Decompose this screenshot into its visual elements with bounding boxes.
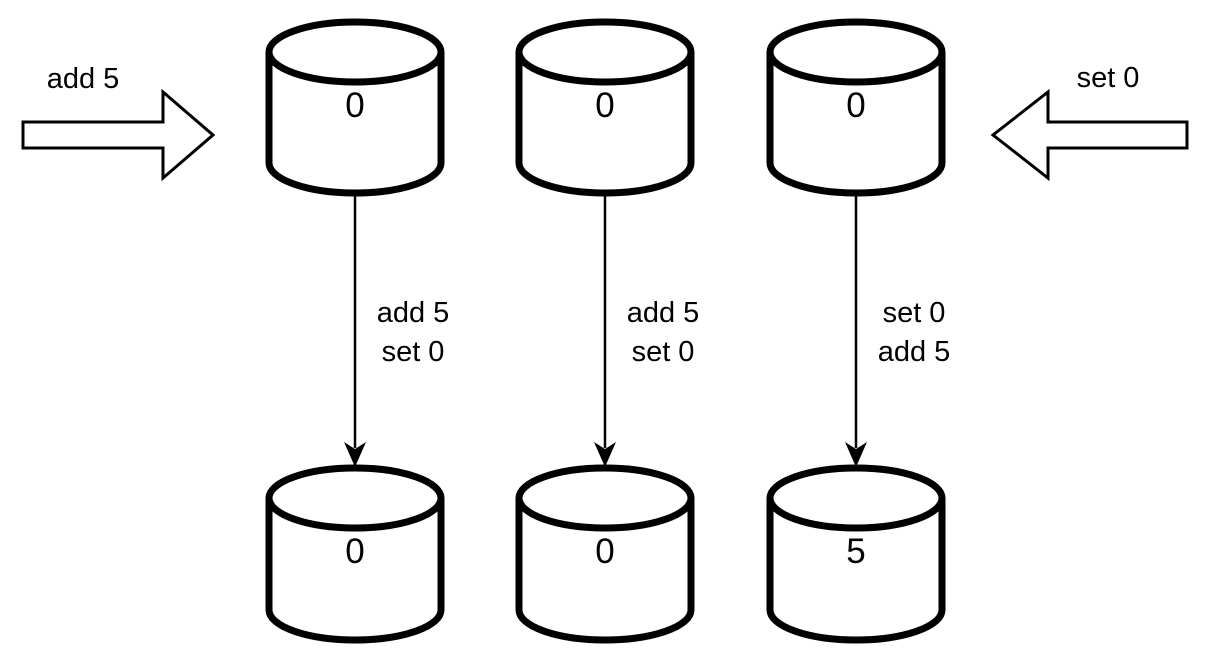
cylinder-top-rim-icon — [515, 51, 695, 86]
edge-label-2-line1: add 5 — [627, 297, 700, 329]
top-database-cylinder-2 — [515, 18, 695, 197]
output-operation: set 0 — [990, 62, 1189, 182]
cylinder-top-rim-icon — [766, 51, 946, 86]
input-operation: add 5 — [21, 63, 216, 182]
edge-label-2-line2: set 0 — [632, 336, 695, 368]
top-database-3-value: 0 — [846, 86, 865, 125]
top-database-cylinder-3 — [766, 18, 946, 197]
replica-column-1: add 5 set 0 0 0 — [265, 18, 450, 644]
edge-label-1-line2: set 0 — [382, 336, 445, 368]
edge-label-3-line1: set 0 — [883, 297, 946, 329]
cylinder-top-rim-icon — [515, 497, 695, 532]
arrowhead-icon — [594, 442, 616, 467]
top-database-1-value: 0 — [345, 86, 364, 125]
edge-label-1-line1: add 5 — [377, 297, 450, 329]
edge-label-3-line2: add 5 — [878, 336, 951, 368]
block-arrow-right-icon — [21, 88, 216, 182]
cylinder-top-rim-icon — [265, 497, 445, 532]
cylinder-top-rim-icon — [766, 497, 946, 532]
arrowhead-icon — [344, 442, 366, 467]
block-arrow-left-icon — [990, 88, 1189, 182]
top-database-cylinder-1 — [265, 18, 445, 197]
replica-column-2: add 5 set 0 0 0 — [515, 18, 700, 644]
cylinder-top-rim-icon — [265, 51, 445, 86]
output-arrow-label: set 0 — [1077, 62, 1140, 94]
bottom-database-cylinder-3 — [766, 464, 946, 644]
input-arrow-label: add 5 — [47, 63, 120, 95]
top-database-2-value: 0 — [595, 86, 614, 125]
bottom-database-cylinder-2 — [515, 464, 695, 644]
bottom-database-3-value: 5 — [846, 532, 865, 571]
bottom-database-1-value: 0 — [345, 532, 364, 571]
bottom-database-cylinder-1 — [265, 464, 445, 644]
arrowhead-icon — [845, 442, 867, 467]
bottom-database-2-value: 0 — [595, 532, 614, 571]
replica-column-3: set 0 add 5 0 5 — [766, 18, 951, 644]
